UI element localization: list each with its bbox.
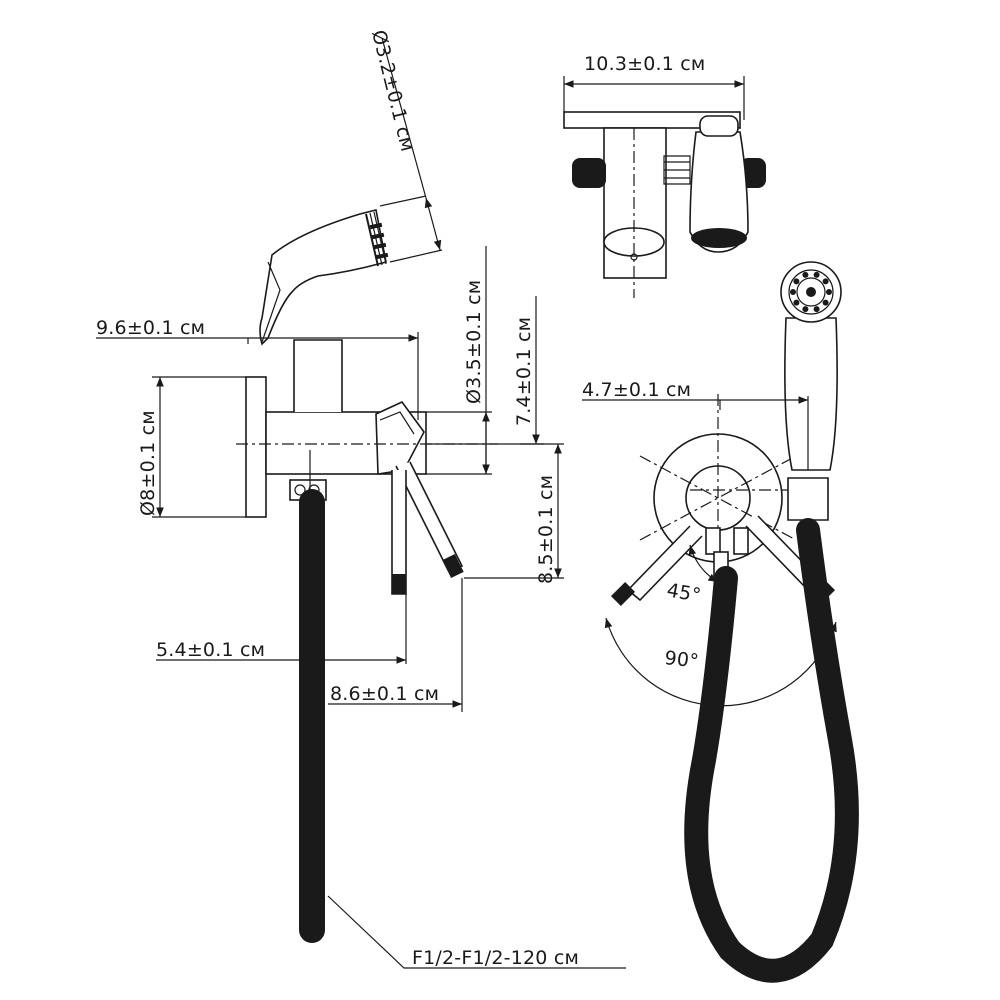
lever-knob: [375, 400, 425, 475]
dimension-lines: [96, 37, 809, 969]
front-view: [604, 261, 859, 983]
length-to-nozzle-label: 9.6±0.1 см: [96, 317, 205, 339]
angle-90-label: 90°: [663, 647, 699, 672]
nozzle-diameter-label: Ø3.2±0.1 см: [367, 28, 418, 154]
lever-left: [626, 525, 703, 602]
hand-shower: [259, 209, 387, 346]
shower-head-top: [689, 131, 749, 253]
nozzle-ribs: [365, 211, 389, 267]
trigger-lever: [261, 261, 281, 343]
holder-front: [787, 477, 829, 521]
total-height-label: 7.4±0.1 см: [513, 317, 535, 426]
left-lever-top: [572, 158, 606, 188]
top-view: [563, 111, 766, 298]
top-width-label: 10.3±0.1 см: [584, 53, 705, 75]
lever-offset-short-label: 5.4±0.1 см: [156, 639, 265, 661]
flange-diameter-label: Ø8±0.1 см: [137, 410, 159, 516]
angle-45-label: 45°: [665, 579, 703, 607]
lever-tip: [442, 553, 464, 579]
hose-rings: [299, 505, 325, 929]
hose-spec-label: F1/2-F1/2-120 см: [412, 947, 579, 969]
nozzle-holes: [790, 271, 832, 313]
wall-flange: [245, 376, 267, 518]
lever-height-label: 8.5±0.1 см: [535, 475, 557, 584]
side-offset-label: 4.7±0.1 см: [582, 379, 691, 401]
side-view: [236, 209, 498, 943]
shower-front: [784, 317, 838, 471]
body-diameter-label: Ø3.5±0.1 см: [463, 280, 485, 404]
dimension-labels: Ø3.2±0.1 см 10.3±0.1 см 9.6±0.1 см Ø3.5±…: [96, 28, 705, 969]
holder-column: [293, 339, 343, 412]
lever-offset-long-label: 8.6±0.1 см: [330, 683, 439, 705]
